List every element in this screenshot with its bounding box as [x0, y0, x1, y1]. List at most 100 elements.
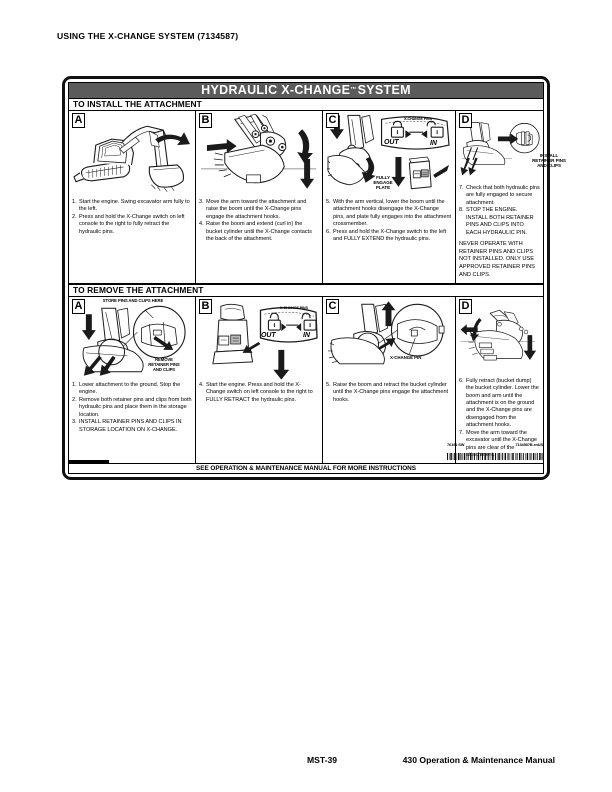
- footer-manual-title: 430 Operation & Maintenance Manual: [402, 755, 555, 765]
- step-text: Remove both retainer pins and clips from…: [79, 396, 192, 418]
- step-number: 4.: [199, 381, 204, 388]
- trademark-symbol: ™: [350, 87, 357, 94]
- install-panel-c: C: [323, 110, 456, 283]
- install-panel-d-warning: NEVER OPERATE WITH RETAINER PINS AND CLI…: [459, 240, 535, 278]
- remove-panels: A: [69, 296, 543, 463]
- remove-panel-a-illustration: STORE PINS AND CLIPS HERE REMOVE RETAINE…: [72, 297, 192, 382]
- part-number-right: 7134587B enUS: [515, 441, 543, 447]
- install-panels: A: [69, 110, 566, 283]
- step-number: 3.: [72, 419, 77, 426]
- page-title: USING THE X-CHANGE SYSTEM (7134587): [57, 31, 238, 41]
- callout-x-change-pin: X-CHANGE PIN: [390, 354, 422, 360]
- part-number-left: 76191 SW: [447, 441, 465, 447]
- callout-x-change-pins: X-CHANGE PINS: [404, 116, 432, 121]
- step-text: Move the arm toward the excavator until …: [466, 430, 537, 459]
- step-item: 8.STOP THE ENGINE. INSTALL BOTH RETAINER…: [459, 207, 540, 237]
- step-item: 3.Move the arm toward the attachment and…: [199, 199, 319, 221]
- step-item: 6.Fully retract (bucket dump) the bucket…: [459, 378, 540, 430]
- panel-letter-a: A: [72, 112, 85, 128]
- remove-panel-d-steps: 6.Fully retract (bucket dump) the bucket…: [459, 378, 540, 460]
- callout-out: OUT: [261, 331, 276, 339]
- step-text: Check that both hydraulic pins are fully…: [466, 184, 540, 206]
- callout-remove-retainer-pins-and-clips: REMOVE RETAINER PINS AND CLIPS: [148, 356, 180, 372]
- panel-letter-d: D: [459, 112, 472, 128]
- part-number-block: 76191 SW 7134587B enUS: [447, 442, 543, 466]
- step-item: 5.Raise the boom and retract the bucket …: [326, 382, 452, 404]
- step-number: 2.: [72, 213, 77, 220]
- step-text: Raise the boom and extend (curl in) the …: [206, 221, 312, 243]
- callout-in: IN: [303, 331, 310, 339]
- remove-panel-b-illustration: X-CHANGE PINS OUT IN: [199, 300, 319, 382]
- install-section: TO INSTALL THE ATTACHMENT A: [69, 98, 566, 283]
- install-section-heading: TO INSTALL THE ATTACHMENT: [69, 98, 543, 111]
- step-item: 2.Remove both retainer pins and clips fr…: [72, 397, 192, 419]
- remove-panel-b-steps: 4.Start the engine. Press and hold the X…: [199, 382, 319, 405]
- step-item: 7.Check that both hydraulic pins are ful…: [459, 185, 540, 207]
- step-number: 6.: [326, 228, 331, 235]
- step-text: STOP THE ENGINE. INSTALL BOTH RETAINER P…: [466, 207, 534, 236]
- step-item: 6.Press and hold the X-Change switch to …: [326, 229, 452, 244]
- step-number: 1.: [72, 198, 77, 205]
- step-number: 5.: [326, 198, 331, 205]
- section-divider: [69, 282, 543, 285]
- step-text: Press and hold the X-Change switch on le…: [79, 213, 185, 235]
- decal-title: HYDRAULIC X-CHANGE: [201, 83, 351, 98]
- page-title-text: USING THE X-CHANGE SYSTEM (7134587): [57, 31, 239, 41]
- callout-out: OUT: [384, 138, 399, 146]
- barcode: [447, 453, 543, 460]
- panel-letter-c: C: [326, 112, 339, 128]
- panel-letter-a: A: [72, 298, 85, 314]
- step-item: 1.Lower attachment to the ground. Stop t…: [72, 382, 192, 397]
- step-text: INSTALL RETAINER PINS AND CLIPS IN STORA…: [79, 419, 182, 433]
- install-panel-d-steps: 7.Check that both hydraulic pins are ful…: [459, 185, 540, 280]
- step-number: 1.: [72, 381, 77, 388]
- step-number: 2.: [72, 396, 77, 403]
- footer-page-number: MST-39: [307, 755, 338, 765]
- step-item: 5.With the arm vertical, lower the boom …: [326, 199, 452, 229]
- step-item: 1.Start the engine. Swing excavator arm …: [72, 199, 192, 214]
- remove-panel-a-steps: 1.Lower attachment to the ground. Stop t…: [72, 382, 192, 435]
- install-panel-b-illustration: [199, 113, 319, 199]
- step-number: 8.: [459, 207, 464, 214]
- part-number-row: 76191 SW 7134587B enUS: [447, 442, 543, 447]
- panel-letter-b: B: [199, 298, 212, 314]
- step-item: 7.Move the arm toward the excavator unti…: [459, 430, 540, 460]
- install-panel-c-steps: 5.With the arm vertical, lower the boom …: [326, 199, 452, 244]
- install-panel-b: B: [196, 110, 323, 283]
- step-number: 6.: [459, 377, 464, 384]
- step-number: 5.: [326, 381, 331, 388]
- step-item: 3.INSTALL RETAINER PINS AND CLIPS IN STO…: [72, 419, 192, 434]
- step-text: Start the engine. Press and hold the X-C…: [206, 381, 313, 403]
- callout-in: IN: [430, 139, 437, 147]
- remove-section-heading: TO REMOVE THE ATTACHMENT: [69, 284, 543, 297]
- install-panel-a-illustration: [72, 113, 192, 199]
- remove-panel-c-steps: 5.Raise the boom and retract the bucket …: [326, 382, 452, 405]
- step-number: 3.: [199, 198, 204, 205]
- install-panel-d: D: [456, 110, 566, 283]
- install-panel-a: A: [69, 110, 196, 283]
- step-text: Start the engine. Swing excavator arm fu…: [79, 198, 190, 213]
- page-footer: MST-39 430 Operation & Maintenance Manua…: [57, 755, 555, 765]
- callout-store-pins-and-clips-here: STORE PINS AND CLIPS HERE: [102, 297, 164, 303]
- panel-letter-c: C: [326, 298, 339, 314]
- step-item: 4.Raise the boom and extend (curl in) th…: [199, 221, 319, 243]
- step-item: 4.Start the engine. Press and hold the X…: [199, 382, 319, 404]
- install-panel-c-illustration: FULLY ENGAGE PLATE X-CHANGE PINS OUT IN: [326, 113, 452, 199]
- step-text: Press and hold the X-Change switch to th…: [333, 228, 447, 243]
- step-item: 2.Press and hold the X-Change switch on …: [72, 214, 192, 236]
- callout-fully-engage-plate: FULLY ENGAGE PLATE: [373, 174, 393, 191]
- step-text: Lower attachment to the ground. Stop the…: [79, 381, 181, 396]
- decal-title-suffix: SYSTEM: [357, 83, 411, 98]
- black-marker-bar: [69, 460, 109, 464]
- callout-install-retainer-pins-and-clips: INSTALL RETAINER PINS AND CLIPS: [532, 152, 566, 169]
- panel-letter-b: B: [199, 112, 212, 128]
- remove-panel-c-illustration: X-CHANGE PIN: [326, 300, 452, 382]
- remove-panel-a: A: [69, 296, 196, 463]
- install-panel-b-steps: 3.Move the arm toward the attachment and…: [199, 199, 319, 244]
- remove-panel-c: C: [323, 296, 456, 463]
- remove-panel-d: D: [456, 296, 543, 463]
- panel-letter-d: D: [459, 298, 472, 314]
- callout-x-change-pins: X-CHANGE PINS: [280, 305, 308, 310]
